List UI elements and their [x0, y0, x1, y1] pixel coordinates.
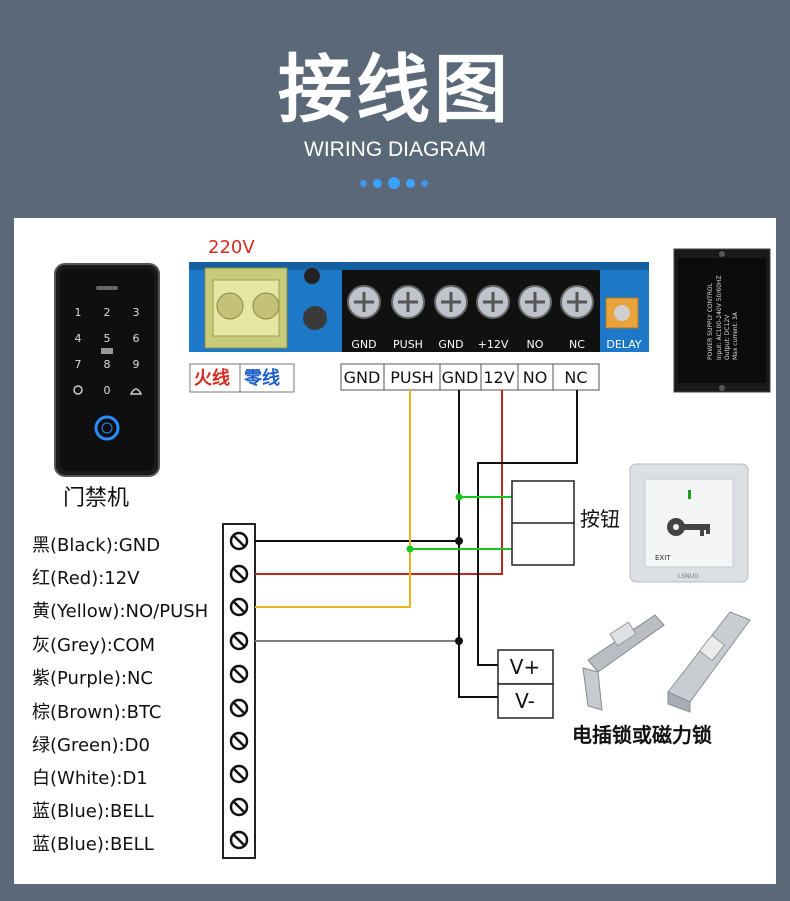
legend-item: 黑(Black):GND — [32, 535, 161, 556]
svg-text:LSNUO: LSNUO — [678, 573, 699, 580]
fingerprint-icon — [94, 415, 120, 441]
junction-dots — [406, 493, 463, 645]
svg-text:+12V: +12V — [478, 338, 509, 351]
svg-text:8: 8 — [104, 358, 111, 371]
svg-text:12V: 12V — [483, 368, 514, 387]
svg-text:GND: GND — [438, 338, 463, 351]
terminal-label-row: GND PUSH GND 12V NO NC — [340, 363, 600, 391]
svg-text:5: 5 — [104, 332, 111, 345]
button-label: 按钮 — [580, 507, 620, 531]
svg-text:V-: V- — [515, 689, 535, 713]
svg-text:零线: 零线 — [243, 367, 280, 389]
live-neutral-labels: 火线 零线 — [189, 363, 295, 393]
svg-text:V+: V+ — [510, 655, 540, 679]
page-subtitle: WIRING DIAGRAM — [304, 138, 486, 161]
svg-text:9: 9 — [133, 358, 140, 371]
connector-strip — [222, 523, 256, 859]
exit-button: EXIT LSNUO — [629, 463, 749, 583]
legend-item: 蓝(Blue):BELL — [32, 801, 154, 822]
page-title: 接线图 — [278, 47, 512, 133]
svg-text:4: 4 — [75, 332, 82, 345]
svg-text:3: 3 — [133, 306, 140, 319]
legend-item: 黄(Yellow):NO/PUSH — [32, 601, 209, 622]
lock-label: 电插锁或磁力锁 — [572, 723, 712, 747]
svg-text:DELAY: DELAY — [606, 338, 641, 351]
svg-text:Max current: 3A: Max current: 3A — [732, 311, 739, 360]
electric-bolt-lock — [582, 614, 665, 711]
legend-item: 紫(Purple):NC — [32, 668, 153, 689]
svg-text:NC: NC — [569, 338, 585, 351]
svg-text:GND: GND — [351, 338, 376, 351]
svg-text:GND: GND — [344, 368, 381, 387]
svg-text:PUSH: PUSH — [390, 368, 434, 387]
svg-text:EXIT: EXIT — [655, 554, 671, 562]
legend-item: 白(White):D1 — [32, 768, 148, 789]
button-box — [511, 480, 575, 566]
svg-text:7: 7 — [75, 358, 82, 371]
legend-item: 灰(Grey):COM — [32, 635, 156, 656]
star-icon — [73, 385, 83, 395]
wires — [255, 390, 578, 698]
svg-text:1: 1 — [75, 306, 82, 319]
svg-text:Input: AC100-240V 50/60HZ: Input: AC100-240V 50/60HZ — [716, 275, 723, 360]
keypad: 1 2 3 4 5 6 7 8 9 0 — [75, 306, 140, 397]
svg-text:NO: NO — [527, 338, 544, 351]
lock-terminals: V+ V- — [497, 649, 554, 719]
power-board: GND PUSH GND +12V NO NC DELAY — [189, 262, 649, 352]
svg-text:6: 6 — [133, 332, 140, 345]
reader-label: 门禁机 — [63, 486, 129, 511]
header: 接线图 WIRING DIAGRAM — [0, 0, 790, 215]
legend-item: 棕(Brown):BTC — [32, 702, 162, 723]
psu-box: POWER SUPPLY CONTROL Input: AC100-240V 5… — [673, 248, 771, 393]
decorative-dots — [360, 176, 432, 190]
voltage-label: 220V — [208, 237, 255, 258]
board-terminal-labels: GND PUSH GND +12V NO NC DELAY — [351, 338, 641, 351]
svg-text:NO: NO — [523, 368, 548, 387]
key-icon — [667, 518, 710, 536]
svg-text:2: 2 — [104, 306, 111, 319]
legend-item: 蓝(Blue):BELL — [32, 834, 154, 855]
svg-text:火线: 火线 — [194, 367, 230, 389]
screw-terminals — [347, 285, 594, 319]
svg-text:0: 0 — [104, 384, 111, 397]
svg-text:POWER SUPPLY CONTROL: POWER SUPPLY CONTROL — [707, 282, 714, 360]
svg-text:GND: GND — [442, 368, 479, 387]
svg-text:NC: NC — [564, 368, 587, 387]
access-reader: 1 2 3 4 5 6 7 8 9 0 — [54, 263, 160, 477]
legend-item: 绿(Green):D0 — [32, 735, 150, 756]
magnetic-lock — [667, 611, 751, 713]
svg-text:Output: DC12V: Output: DC12V — [724, 314, 731, 360]
svg-text:PUSH: PUSH — [393, 338, 423, 351]
legend-item: 红(Red):12V — [32, 568, 140, 589]
bell-icon — [129, 388, 143, 395]
